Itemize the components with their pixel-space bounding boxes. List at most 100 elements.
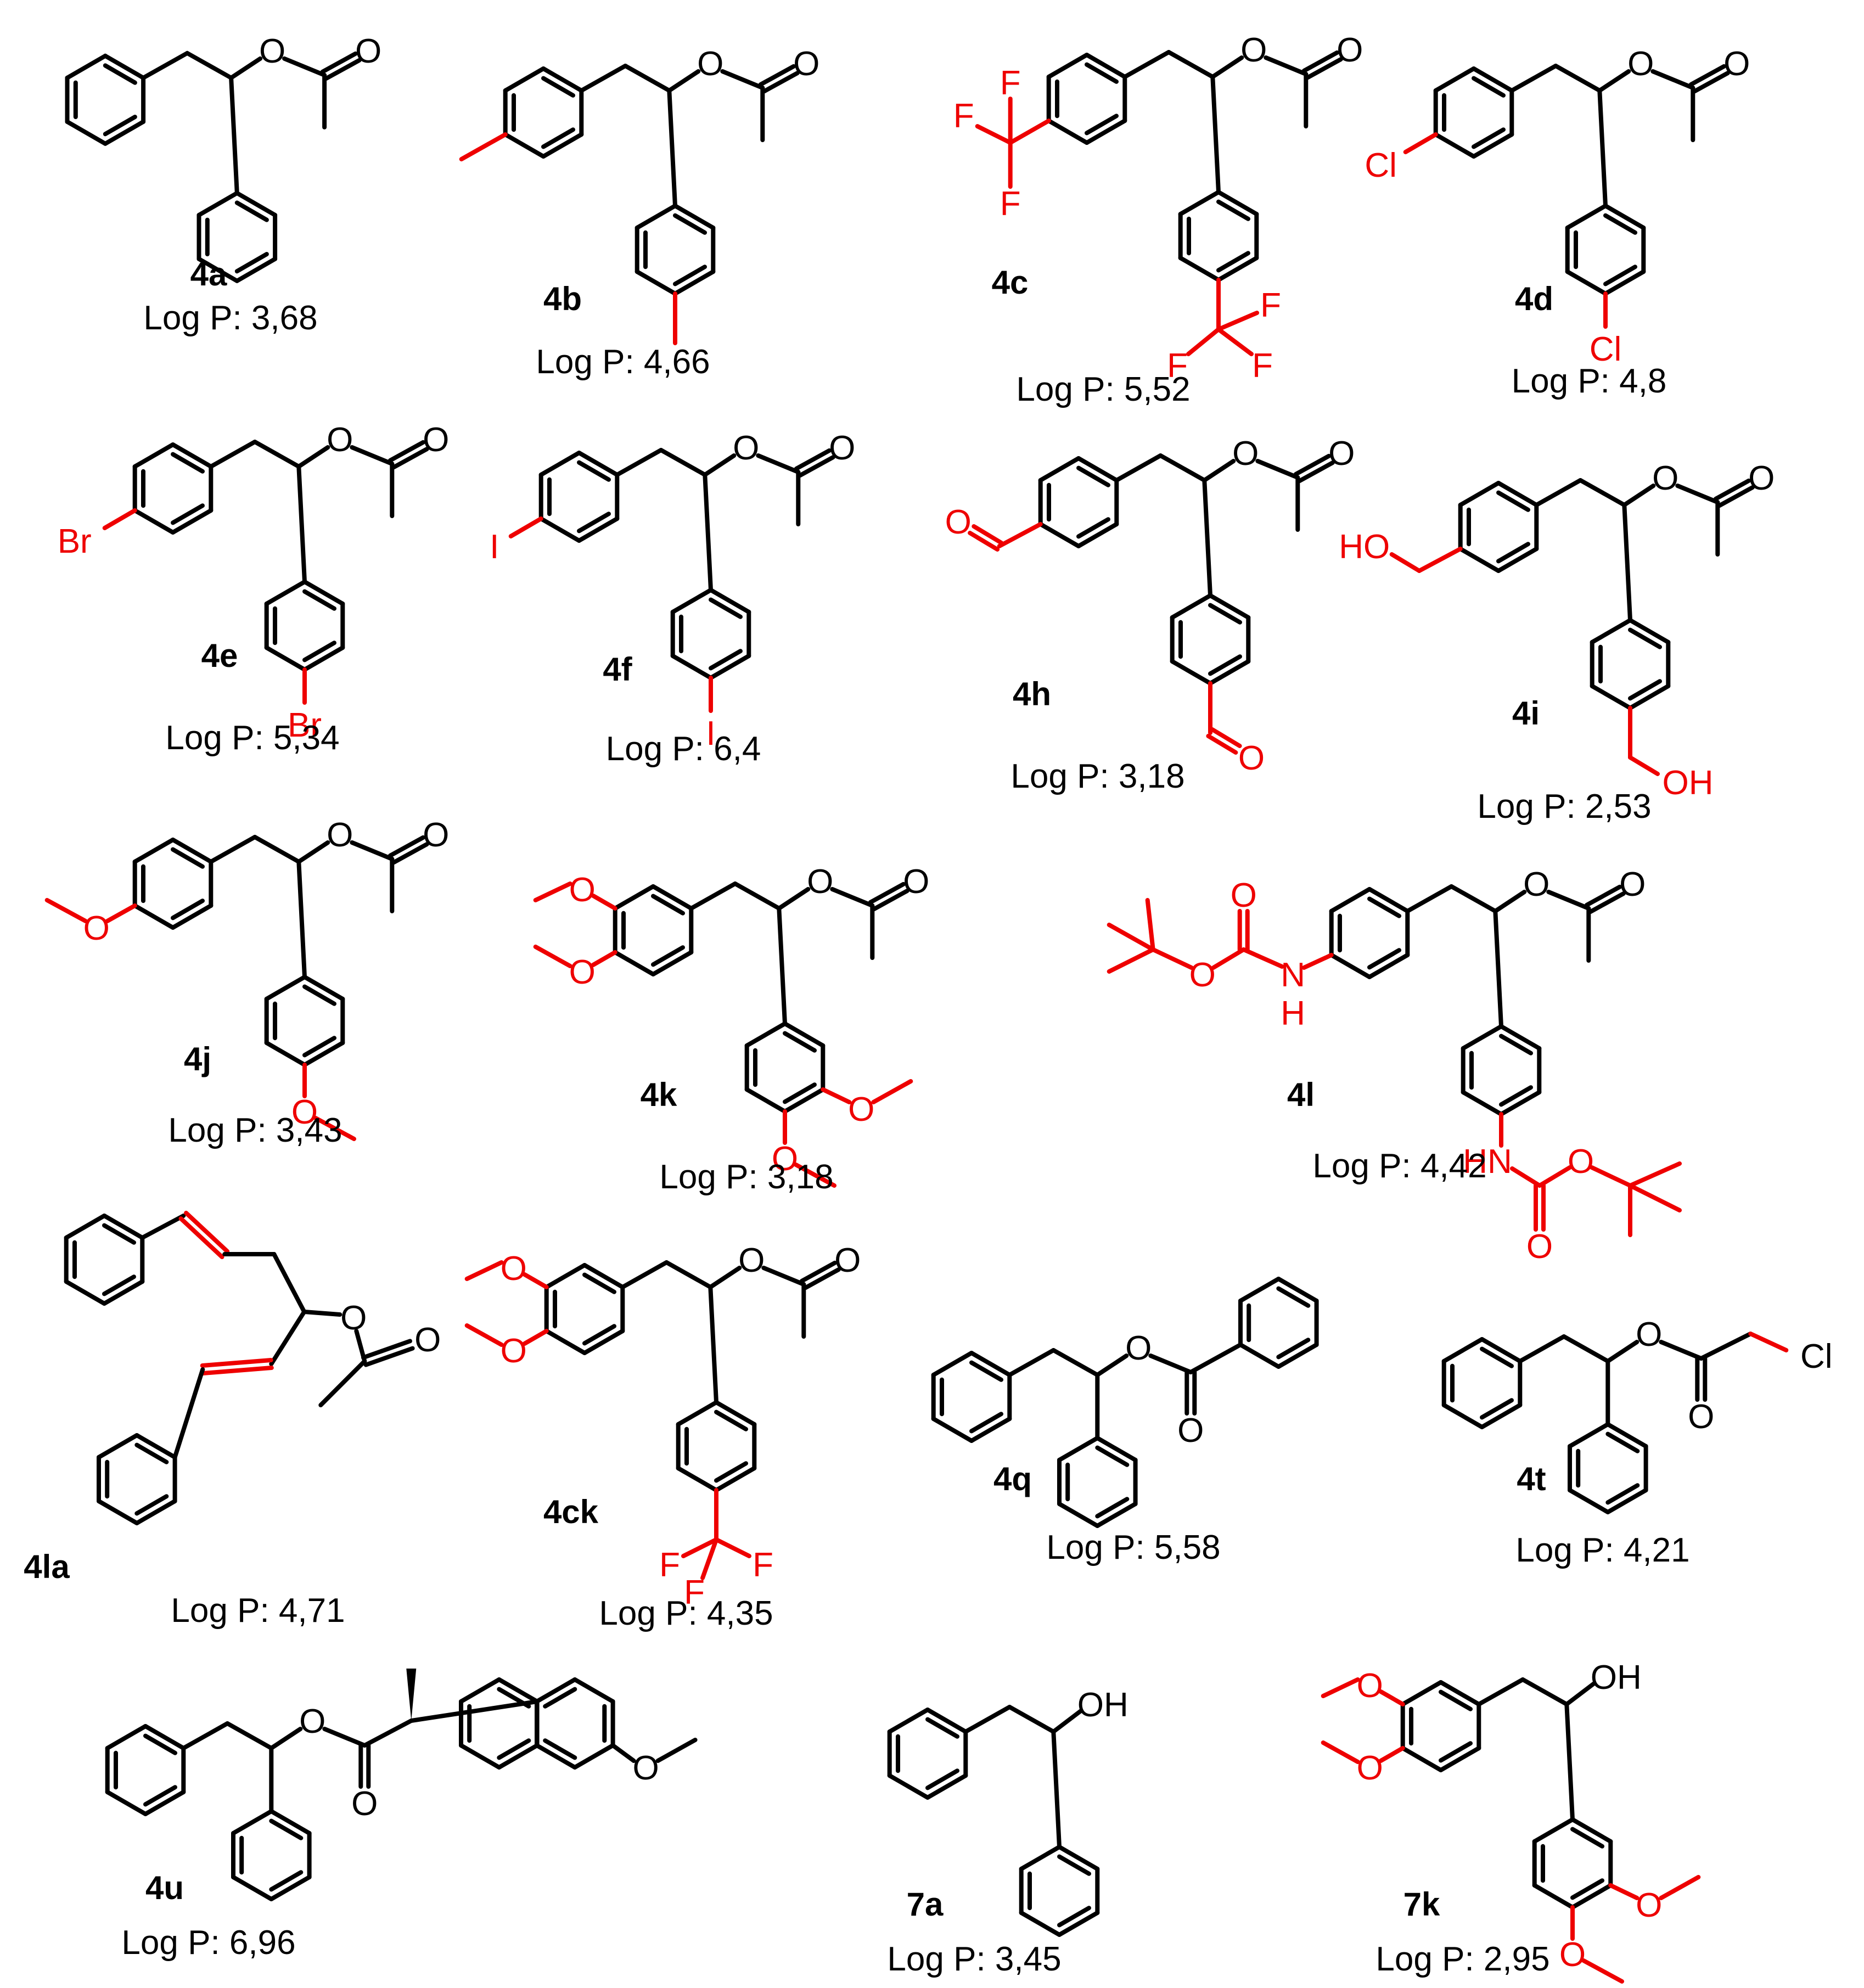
aromatic-bond	[103, 115, 137, 137]
carbonyl-oxygen: O	[1337, 31, 1363, 69]
aromatic-bond	[541, 76, 575, 98]
carbonyl-bond	[872, 889, 909, 912]
aromatic-bond	[1208, 603, 1242, 625]
ring-bond	[65, 53, 108, 80]
compound-id-4la: 4la	[24, 1548, 70, 1585]
aromatic-bond	[302, 589, 336, 611]
carbonyl-oxygen: O	[423, 816, 449, 854]
ring-bond	[171, 903, 214, 930]
ring-bond	[744, 1087, 787, 1114]
carbonyl-bond	[320, 51, 358, 74]
logp-value-7k: Log P: 2,95	[1375, 1940, 1549, 1978]
ring-bond	[577, 516, 620, 543]
compound-id-4j: 4j	[184, 1041, 211, 1077]
bond	[296, 860, 307, 979]
carbonyl-oxygen: O	[1177, 1412, 1204, 1450]
carbonyl-bond	[1293, 453, 1331, 476]
bond	[963, 1705, 1012, 1734]
bond	[667, 88, 677, 208]
bond	[1188, 1343, 1243, 1374]
bond	[1493, 909, 1503, 1029]
logp-value-4f: Log P: 6,4	[606, 730, 761, 768]
bond	[1510, 1166, 1542, 1188]
methoxy-methyl	[44, 898, 88, 923]
methoxy-methyl	[313, 1116, 356, 1141]
aromatic-bond	[1095, 1445, 1130, 1467]
ring-bond	[103, 119, 146, 146]
ring-bond	[676, 1400, 718, 1427]
ring-bond	[497, 1677, 540, 1704]
bond	[830, 887, 875, 908]
compound-id-4a: 4a	[190, 256, 227, 293]
fluorine: F	[1000, 64, 1021, 102]
bond	[1114, 453, 1163, 482]
ring-bond	[1216, 256, 1259, 282]
carbonyl-oxygen: O	[351, 1785, 378, 1823]
bond	[1546, 890, 1591, 911]
bond	[1628, 1161, 1682, 1188]
bond	[296, 464, 307, 584]
ring-bond	[783, 1021, 826, 1048]
bond	[362, 1719, 414, 1748]
bond	[1321, 1740, 1360, 1764]
compound-id-7a: 7a	[907, 1886, 944, 1923]
aromatic-bond	[969, 1412, 1003, 1434]
carbonyl-oxygen: O	[355, 32, 381, 70]
methoxy-oxygen: O	[1357, 1749, 1383, 1787]
bond	[1628, 755, 1660, 776]
ring-bond	[103, 53, 146, 80]
ring-bond	[651, 884, 694, 911]
aromatic-bond	[714, 1461, 748, 1483]
ring-bond	[132, 508, 175, 535]
bond	[1051, 1348, 1100, 1377]
ring-bond	[1565, 204, 1608, 230]
carbonyl-bond	[1717, 485, 1755, 508]
ring-bond	[1019, 1911, 1062, 1937]
aromatic-bond	[1570, 1878, 1604, 1900]
ester-oxygen: O	[1232, 435, 1259, 473]
bond	[794, 1163, 836, 1188]
fluorine: F	[953, 97, 974, 135]
bond	[172, 1367, 205, 1459]
ring-bond	[1276, 1343, 1319, 1369]
ring-bond	[264, 580, 307, 606]
ring-bond	[1590, 618, 1632, 644]
ring-bond	[1532, 1817, 1575, 1844]
bond	[689, 881, 738, 911]
carbonyl-bond	[799, 1260, 837, 1283]
ring-bond	[1433, 132, 1476, 159]
aromatic-bond	[1499, 1085, 1533, 1107]
logp-value-4c: Log P: 5,52	[1016, 370, 1190, 408]
compound-id-4d: 4d	[1515, 280, 1553, 317]
ester-oxygen: O	[1189, 956, 1216, 994]
carbonyl-oxygen: O	[1231, 877, 1257, 914]
ring-bond	[1461, 1090, 1503, 1116]
double-bond	[363, 1346, 415, 1367]
logp-value-4k: Log P: 3,18	[659, 1158, 833, 1196]
ring-bond	[264, 975, 307, 1001]
ring-bond	[1046, 53, 1089, 79]
bond	[615, 448, 664, 477]
bond	[1608, 1883, 1640, 1900]
carbonyl-bond	[794, 448, 832, 471]
ester-oxygen: O	[1636, 1316, 1662, 1354]
ester-oxygen: O	[340, 1299, 367, 1337]
ring-bond	[97, 1499, 139, 1525]
bond	[269, 1727, 303, 1750]
bond	[1008, 119, 1051, 145]
carbonyl-oxygen: O	[1328, 435, 1355, 473]
aromatic-bond	[1076, 465, 1110, 487]
bond	[1202, 459, 1236, 482]
aromatic-bond	[541, 127, 575, 149]
bond	[756, 453, 801, 474]
ring-bond	[887, 1708, 930, 1734]
ring-bond	[143, 1790, 186, 1816]
bond	[522, 1329, 549, 1346]
bond	[1590, 1165, 1632, 1188]
aldehyde-oxygen: O	[1238, 739, 1265, 777]
bromine: Br	[288, 706, 322, 744]
carbonyl-bond	[868, 881, 906, 905]
bond	[655, 1738, 698, 1763]
ring-bond	[1076, 456, 1119, 482]
bond	[1605, 1340, 1640, 1363]
